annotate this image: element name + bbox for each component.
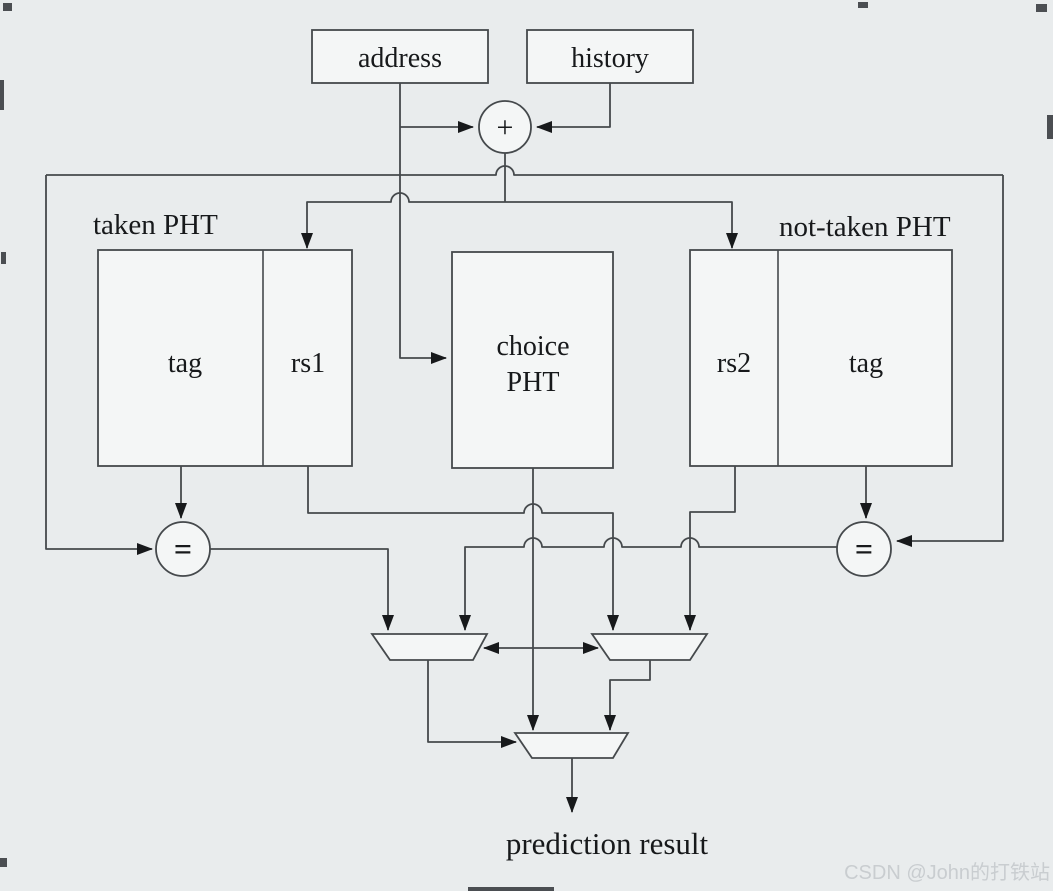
mux-final bbox=[513, 732, 630, 759]
comparator-left-circle bbox=[155, 521, 211, 577]
not-taken-pht-box bbox=[689, 249, 953, 467]
mux-left bbox=[370, 633, 489, 661]
history-box bbox=[526, 29, 694, 84]
address-box bbox=[311, 29, 489, 84]
wire-rs2-to-mux bbox=[684, 466, 736, 631]
taken-pht-label: taken PHT bbox=[93, 209, 218, 241]
wire-outer-loop-left bbox=[45, 175, 153, 555]
xor-hash-circle bbox=[478, 100, 532, 154]
wire-eq-left-out bbox=[210, 548, 394, 631]
watermark-text: CSDN @John的打铁站 bbox=[844, 861, 1050, 884]
wire-mux-right-out bbox=[604, 660, 651, 731]
address-label: address bbox=[358, 43, 442, 74]
choice-pht-box bbox=[451, 251, 614, 469]
taken-pht-box bbox=[97, 249, 353, 467]
wires bbox=[45, 83, 1004, 813]
wire-outer-loop-top bbox=[46, 165, 1003, 176]
not-taken-pht-label: not-taken PHT bbox=[779, 211, 951, 243]
wire-index-distribution bbox=[301, 192, 738, 249]
wire-mux-left-out bbox=[427, 660, 517, 748]
taken-tag-label: tag bbox=[168, 348, 202, 379]
not-taken-tag-label: tag bbox=[849, 348, 883, 379]
comparator-left-symbol: = bbox=[174, 531, 192, 567]
history-label: history bbox=[571, 43, 649, 74]
taken-rs1-label: rs1 bbox=[291, 348, 325, 379]
choice-pht-label-line1: choice bbox=[496, 331, 569, 362]
wire-history-to-xor bbox=[536, 83, 611, 133]
xor-hash-symbol: + bbox=[497, 111, 514, 144]
comparator-right-symbol: = bbox=[855, 531, 873, 567]
wire-eq-right-out bbox=[459, 537, 837, 631]
wire-outer-loop-right bbox=[896, 175, 1004, 547]
prediction-result-label: prediction result bbox=[506, 826, 709, 861]
mux-right bbox=[590, 633, 709, 661]
choice-pht-label-line2: PHT bbox=[507, 367, 560, 398]
not-taken-rs2-label: rs2 bbox=[717, 348, 751, 379]
comparator-right-circle bbox=[836, 521, 892, 577]
